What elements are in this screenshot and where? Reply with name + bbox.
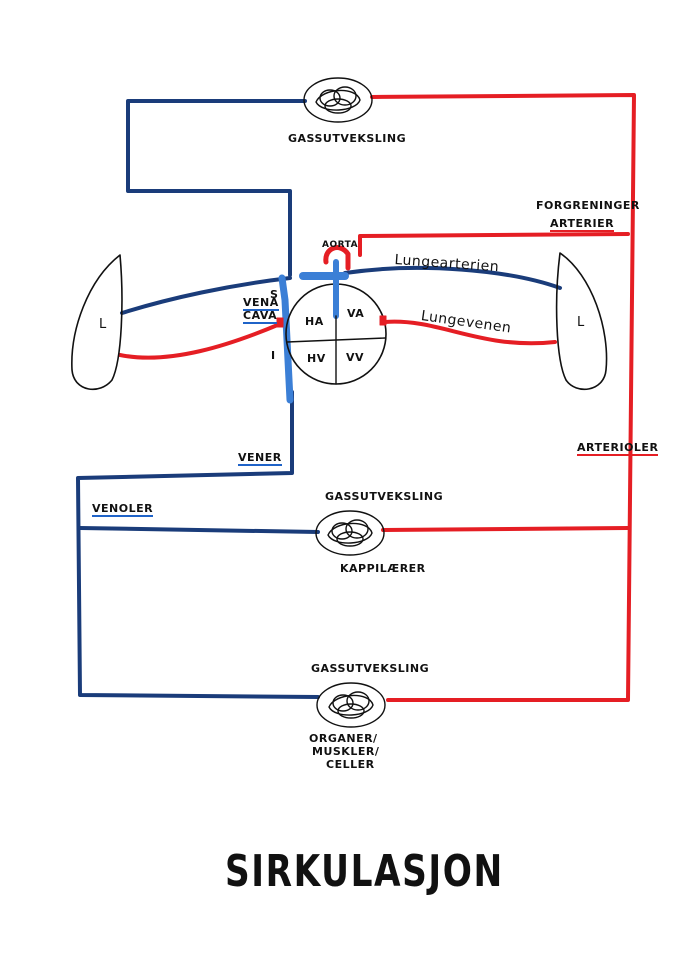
page-title: SIRKULASJON — [225, 846, 504, 897]
organs-label-line3: CELLER — [326, 758, 375, 771]
pulmonary-vein-left — [118, 322, 282, 360]
gas-exchange-label-top: GASSUTVEKSLING — [288, 132, 407, 145]
cava-label: CAVA — [243, 309, 278, 324]
valve-left — [276, 317, 284, 328]
veins-line — [76, 390, 320, 699]
gas-exchange-node-bottom — [316, 682, 386, 728]
branching-label: FORGRENINGER — [536, 199, 640, 212]
pulmonary-artery-left — [120, 276, 292, 315]
heart-ha-label: HA — [305, 315, 324, 328]
venules-label: VENOLER — [92, 502, 154, 517]
valve-right — [379, 315, 387, 326]
top-arterial-line — [370, 93, 636, 702]
vena-label: VENA — [243, 296, 279, 311]
gas-exchange-label-bottom: GASSUTVEKSLING — [311, 662, 430, 675]
right-lung — [555, 252, 608, 391]
arterioles-label: ARTERIOLER — [577, 441, 659, 456]
gas-exchange-node-top — [303, 77, 373, 123]
superior-label: S — [270, 288, 279, 301]
gas-exchange-label-mid: GASSUTVEKSLING — [325, 490, 444, 503]
gas-exchange-node-mid — [315, 510, 385, 556]
veins-label: VENER — [238, 451, 282, 466]
pulmonary-artery-right — [343, 266, 562, 290]
aorta-arch — [323, 245, 351, 271]
vena-cava — [278, 274, 294, 404]
left-lung-label: L — [99, 317, 107, 332]
heart-hv-label: HV — [307, 352, 326, 365]
venules-line — [78, 526, 320, 534]
top-venous-line — [126, 99, 307, 277]
heart-vv-label: VV — [346, 351, 365, 364]
heart-va-label: VA — [347, 307, 365, 320]
pulmonary-vein-right — [383, 319, 557, 346]
right-lung-label: L — [577, 315, 585, 330]
organs-label-line2: MUSKLER/ — [312, 745, 380, 758]
branching-arteries-line — [358, 232, 630, 257]
aorta-label: AORTA — [322, 240, 359, 250]
capillaries-label: KAPPILÆRER — [340, 562, 426, 575]
left-lung — [71, 254, 123, 391]
arterioles-line — [381, 526, 630, 532]
inferior-label: I — [271, 349, 276, 362]
arteries-label: ARTERIER — [550, 217, 615, 232]
organs-label-line1: ORGANER/ — [309, 732, 378, 745]
